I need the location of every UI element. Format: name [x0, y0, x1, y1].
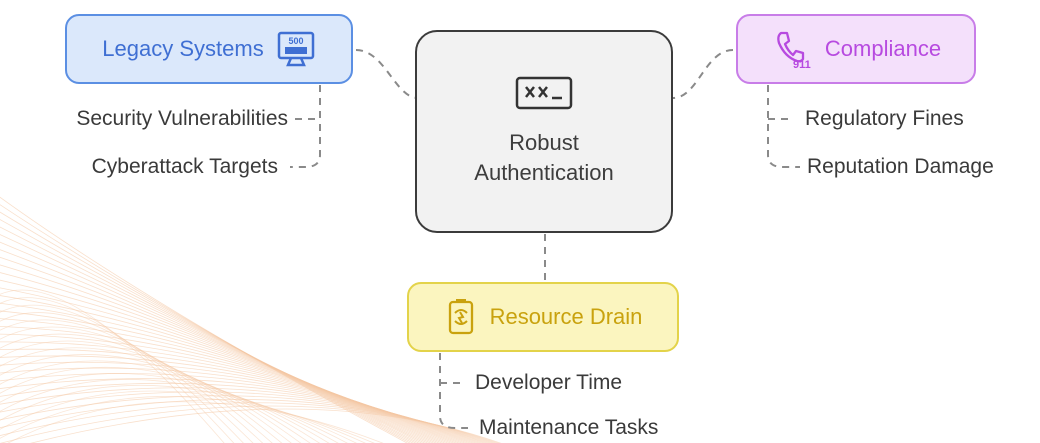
phone-911-icon: 911 [771, 29, 813, 69]
decor-curve [0, 289, 225, 443]
decor-curve [0, 287, 443, 443]
decor-curve [0, 272, 437, 443]
decor-curve [0, 384, 357, 443]
decor-curve [0, 304, 244, 443]
connector-resource-items [439, 353, 468, 429]
decor-curve [0, 326, 273, 443]
leaf-reputation-damage: Reputation Damage [807, 155, 994, 178]
connector-legacy-items [290, 85, 321, 168]
decor-curve [0, 396, 375, 443]
leaf-developer-time: Developer Time [475, 371, 623, 394]
leaf-security-vulnerabilities: Security Vulnerabilities [76, 107, 288, 130]
decor-curve [0, 348, 466, 443]
decor-curve [0, 211, 414, 443]
decor-curve [7, 401, 384, 443]
decor-curve [0, 379, 348, 443]
decor-curve [0, 297, 235, 443]
decor-curve [0, 264, 434, 443]
recycle-battery-icon [444, 297, 478, 337]
decor-curve [0, 341, 463, 443]
decor-curve [0, 318, 454, 443]
decor-curve [0, 378, 480, 443]
decor-curve [0, 391, 488, 443]
connector-legacy-center [355, 49, 419, 99]
decor-curve [0, 219, 417, 443]
decor-curve [0, 355, 469, 443]
decor-curve [0, 382, 483, 443]
decor-curve [0, 340, 292, 443]
decor-curve [0, 319, 264, 443]
decor-curve [0, 312, 254, 443]
monitor-error-icon: 500 [276, 30, 316, 68]
decor-curve [0, 226, 420, 443]
decor-curve [30, 408, 502, 443]
connector-compliance-items [767, 85, 800, 168]
decor-curve [0, 256, 432, 443]
compliance-title: Compliance [824, 36, 942, 61]
decor-curve [0, 347, 302, 443]
decor-curve [0, 395, 491, 443]
svg-text:500: 500 [288, 36, 303, 46]
decor-curve [0, 310, 452, 443]
center-title-line1: Robust [509, 129, 579, 155]
leaf-maintenance-tasks: Maintenance Tasks [479, 416, 659, 439]
decor-curve [0, 279, 440, 443]
terminal-icon [515, 76, 573, 110]
leaf-regulatory-fines: Regulatory Fines [805, 107, 964, 130]
connector-compliance-center [672, 49, 734, 99]
center-title-line2: Authentication [474, 159, 614, 185]
legacy-systems-node: Legacy Systems 500 [65, 14, 353, 84]
compliance-node: 911 Compliance [736, 14, 976, 84]
decor-curve [0, 302, 449, 443]
decor-curve [0, 295, 446, 443]
decor-curve [0, 387, 485, 443]
decor-curve [0, 360, 320, 443]
svg-text:911: 911 [793, 59, 811, 69]
decor-curve [0, 367, 474, 443]
decor-curve [0, 333, 283, 443]
decor-curve [0, 326, 457, 443]
resource-drain-title: Resource Drain [489, 304, 643, 329]
resource-drain-node: Resource Drain [407, 282, 679, 352]
decor-curve [0, 366, 330, 443]
decor-curve [0, 390, 366, 443]
legacy-systems-title: Legacy Systems [102, 36, 264, 61]
leaf-cyberattack-targets: Cyberattack Targets [91, 155, 278, 178]
decor-curve [0, 333, 460, 443]
decor-curve [0, 373, 477, 443]
decor-curve [0, 373, 339, 443]
robust-authentication-node: Robust Authentication [415, 30, 673, 233]
decor-curve [0, 354, 311, 443]
decor-curve [0, 361, 471, 443]
